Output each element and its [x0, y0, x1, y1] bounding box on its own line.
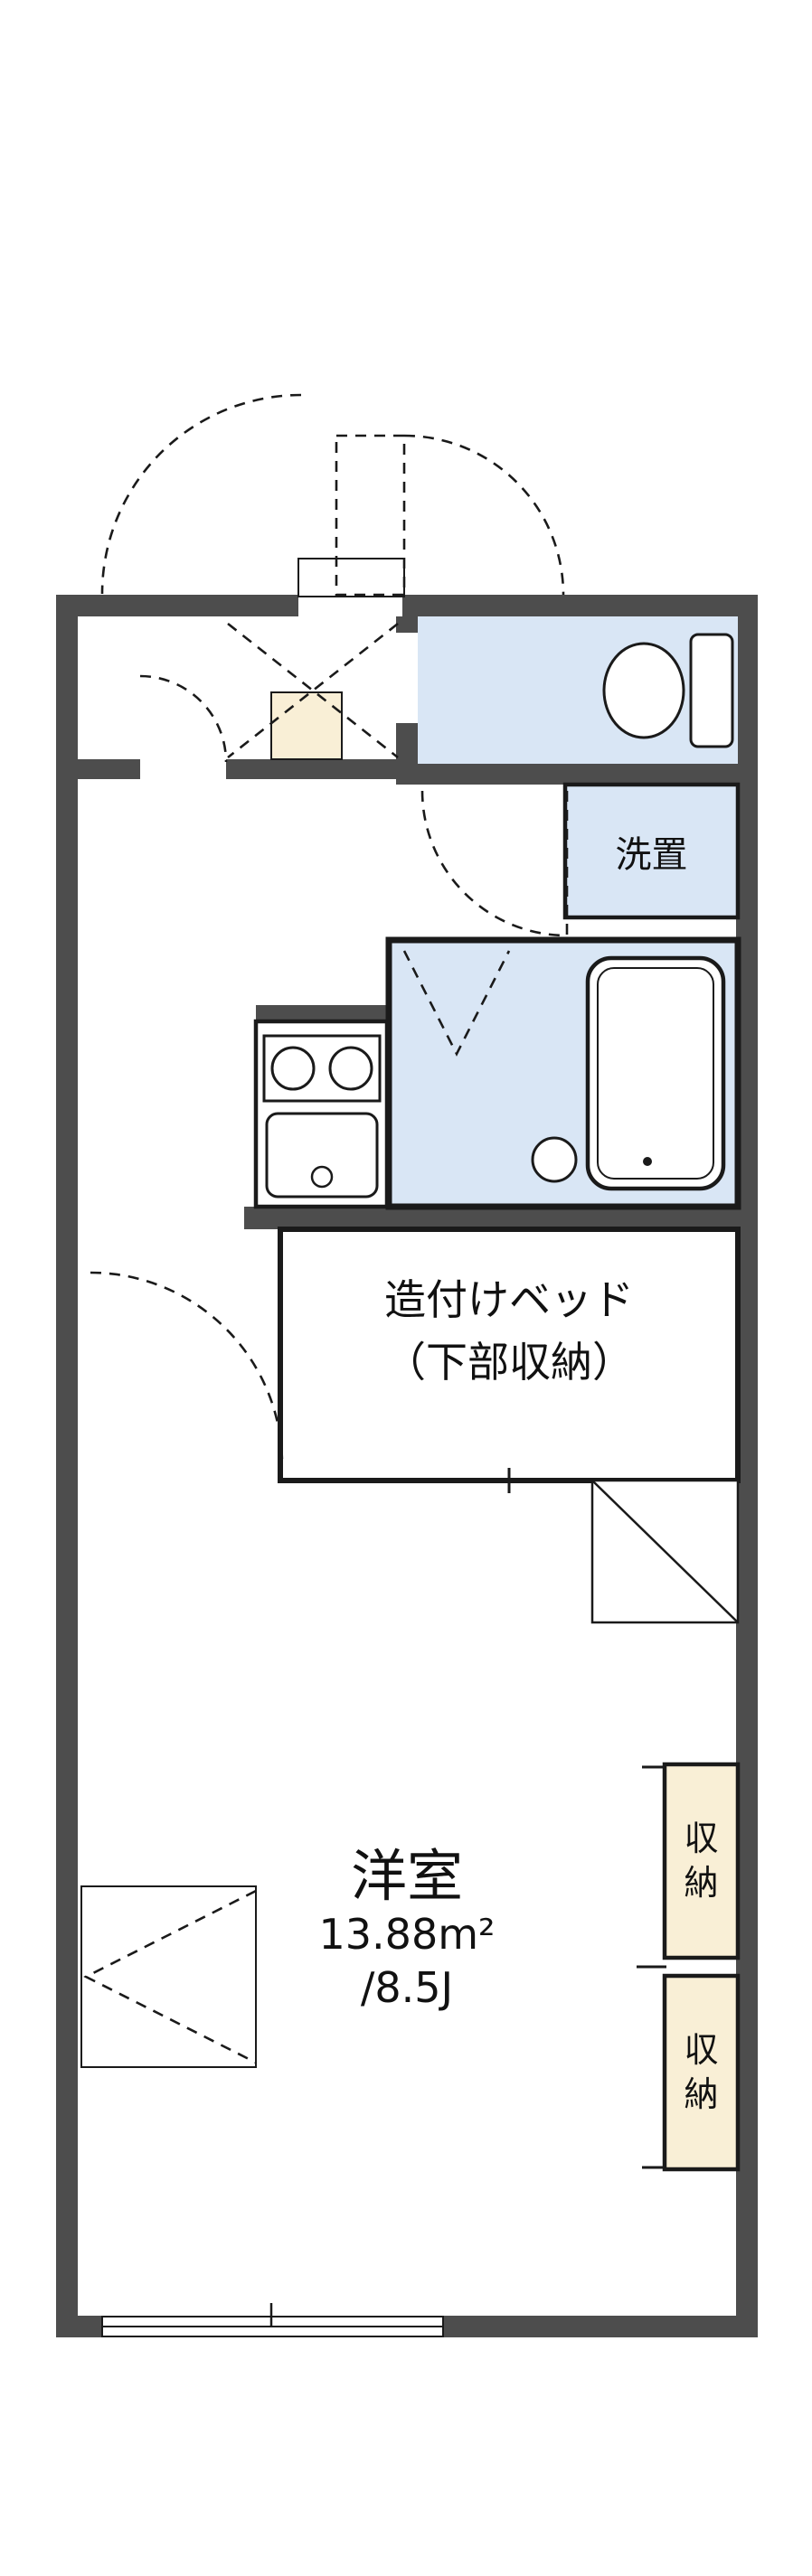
sink-basin: [265, 1112, 379, 1199]
wall-genkan-south-right: [226, 759, 396, 779]
kitchen-sink-icon: [265, 1112, 379, 1199]
door-swing-symbols: [83, 393, 569, 2064]
bathtub-outer: [585, 955, 726, 1191]
toilet-tank: [689, 633, 734, 748]
wall-mid-horizontal: [244, 1207, 738, 1229]
closet-diagonal-line: [591, 1480, 739, 1623]
bathroom-folding-door: [402, 950, 511, 1057]
shoe-cabinet: [270, 691, 343, 760]
storage-lower-label: 収納: [684, 2029, 719, 2114]
wall-below-toilet: [396, 764, 738, 785]
wall-top-left: [56, 595, 298, 616]
room-name: 洋室: [350, 1843, 463, 1909]
floor-drain-icon: [531, 1136, 578, 1183]
storage-upper-box: [662, 1762, 741, 1960]
entry-swing-inner-arc: [403, 434, 565, 596]
wall-left: [56, 595, 78, 2337]
stove-top: [262, 1034, 382, 1103]
genkan-door-arc: [139, 674, 228, 763]
washer-space-label: 洗置: [615, 833, 688, 876]
wall-toilet-left-lower: [396, 723, 418, 764]
storage-upper-label: 収納: [684, 1818, 719, 1903]
wall-top-right: [402, 595, 758, 616]
genkan-cross-line-1: [227, 622, 399, 759]
stove-burner-right: [328, 1046, 373, 1091]
genkan-cross-line-2: [227, 622, 399, 759]
bed-label-line2: （下部収納）: [384, 1338, 634, 1387]
western-room-label: 洋室 13.88m² /8.5J: [181, 1844, 633, 2015]
sink-drain: [310, 1165, 334, 1189]
room-area-sqm: 13.88m²: [318, 1910, 496, 1960]
thin-symbols: [80, 1468, 666, 2169]
bathtub-drain-dot: [643, 1157, 652, 1166]
changing-door-arc: [420, 790, 568, 937]
entry-swing-outer-arc: [100, 393, 302, 595]
room-door-arc: [90, 1271, 284, 1465]
bottom-window: [101, 2303, 444, 2337]
stove-burner-left: [270, 1046, 316, 1091]
bed-label-line1: 造付けベッド: [384, 1275, 634, 1324]
wall-toilet-left-upper: [396, 616, 418, 633]
toilet-bowl: [602, 642, 685, 739]
window-opening-dashes: [83, 1889, 257, 2064]
entry-door-frame: [297, 558, 405, 597]
toilet-icon: [602, 633, 734, 748]
stove-burners-icon: [262, 1034, 382, 1103]
washer-space-box: [562, 782, 741, 920]
fixtures: [262, 633, 734, 1199]
window-symbol-box: [80, 1885, 257, 2068]
built-in-bed-label: 造付けベッド （下部収納）: [280, 1264, 738, 1399]
wall-genkan-south-left: [78, 759, 140, 779]
storage-lower-box: [662, 1973, 741, 2172]
room-area-tatami: /8.5J: [360, 1963, 454, 2013]
bathtub-inner: [597, 967, 714, 1180]
bathtub-icon: [585, 955, 726, 1191]
